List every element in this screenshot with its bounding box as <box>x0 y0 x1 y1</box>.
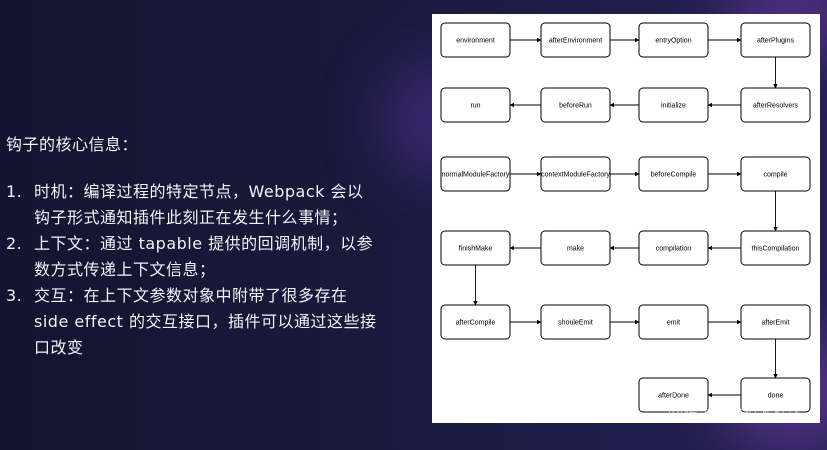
flow-node-box <box>440 230 511 266</box>
flow-node-initialize: initialize <box>638 87 709 123</box>
flow-node-afterEmit: afterEmit <box>740 304 811 340</box>
flow-node-box <box>740 156 811 192</box>
flow-node-label: beforeRun <box>559 103 592 110</box>
webpack-hooks-flowchart: environment afterEnvironment entryOption af… <box>432 14 820 423</box>
flow-node-label: initialize <box>661 103 686 110</box>
flow-node-make: make <box>540 230 611 266</box>
flow-node-label: entryOption <box>655 38 691 45</box>
flow-node-box <box>440 156 511 192</box>
flow-node-afterEnvironment: afterEnvironment <box>540 22 611 58</box>
item-number: 2. <box>6 234 23 253</box>
flow-node-emit: emit <box>638 304 709 340</box>
flow-node-label: contextModuleFactory <box>541 172 610 179</box>
flow-node-label: afterPlugins <box>757 38 794 45</box>
hook-info-heading: 钩子的核心信息： <box>6 135 139 154</box>
flow-node-afterCompile: afterCompile <box>440 304 511 340</box>
flow-node-label: finishMake <box>459 246 493 253</box>
flow-node-compile: compile <box>740 156 811 192</box>
flow-node-box <box>740 22 811 58</box>
flow-node-label: compile <box>763 172 787 179</box>
flow-node-label: afterResolvers <box>753 103 799 110</box>
flow-node-run: run <box>440 87 511 123</box>
flow-node-box <box>540 156 611 192</box>
flow-node-compilation: compilation <box>638 230 709 266</box>
item-number: 1. <box>6 182 23 201</box>
flow-node-label: afterEmit <box>761 320 789 327</box>
flow-node-box <box>440 22 511 58</box>
flow-node-box <box>638 22 709 58</box>
flow-node-beforeRun: beforeRun <box>540 87 611 123</box>
flow-node-label: emit <box>667 320 680 327</box>
item-text-line: 时机：编译过程的特定节点，Webpack 会以 <box>34 182 364 201</box>
flow-node-box <box>740 87 811 123</box>
flow-node-box <box>440 87 511 123</box>
flow-node-box <box>740 377 811 413</box>
hook-info-item: 2. 上下文：通过 tapable 提供的回调机制，以参 数方式传递上下文信息； <box>6 231 426 283</box>
flow-node-box <box>540 304 611 340</box>
flow-node-box <box>540 22 611 58</box>
flow-node-label: beforeCompile <box>651 172 697 179</box>
flow-node-box <box>540 230 611 266</box>
hook-info-item: 1. 时机：编译过程的特定节点，Webpack 会以 钩子形式通知插件此刻正在发… <box>6 179 426 231</box>
flow-node-afterResolvers: afterResolvers <box>740 87 811 123</box>
flow-node-done: done <box>740 377 811 413</box>
flow-node-label: done <box>768 393 784 400</box>
item-text-line: 口改变 <box>34 338 84 357</box>
flow-node-normalModuleFactory: normalModuleFactory <box>440 156 511 192</box>
flow-node-label: normalModuleFactory <box>442 172 510 179</box>
flow-node-contextModuleFactory: contextModuleFactory <box>540 156 611 192</box>
item-number: 3. <box>6 286 23 305</box>
flow-node-box <box>638 230 709 266</box>
flow-node-box <box>440 304 511 340</box>
flow-node-afterDone: afterDone <box>638 377 709 413</box>
hook-info-item: 3. 交互：在上下文参数对象中附带了很多存在 side effect 的交互接口… <box>6 283 426 361</box>
watermark-text: @稀土掘金技术社区 <box>668 403 804 421</box>
flow-node-label: afterCompile <box>456 320 496 327</box>
flow-node-label: thisCompilation <box>752 246 800 253</box>
flow-node-label: environment <box>456 38 495 45</box>
item-text-line: side effect 的交互接口，插件可以通过这些接 <box>34 312 377 331</box>
flow-node-label: make <box>567 246 584 253</box>
flow-node-box <box>638 156 709 192</box>
flow-node-box <box>638 87 709 123</box>
flow-node-finishMake: finishMake <box>440 230 511 266</box>
flow-node-label: afterEnvironment <box>549 38 602 45</box>
flow-node-afterPlugins: afterPlugins <box>740 22 811 58</box>
flow-node-entryOption: entryOption <box>638 22 709 58</box>
item-text-line: 数方式传递上下文信息； <box>34 260 216 279</box>
flowchart-canvas: environment afterEnvironment entryOption af… <box>440 22 811 413</box>
flow-node-box <box>540 87 611 123</box>
flow-node-box <box>740 304 811 340</box>
flow-node-environment: environment <box>440 22 511 58</box>
flow-node-label: run <box>470 103 480 110</box>
flow-node-box <box>638 304 709 340</box>
flow-node-label: shouleEmit <box>558 320 593 327</box>
item-text-line: 钩子形式通知插件此刻正在发生什么事情； <box>34 208 348 227</box>
item-text-line: 上下文：通过 tapable 提供的回调机制，以参 <box>34 234 374 253</box>
flow-node-label: afterDone <box>658 393 689 400</box>
flow-node-shouleEmit: shouleEmit <box>540 304 611 340</box>
flow-node-thisCompilation: thisCompilation <box>740 230 811 266</box>
flow-node-label: compilation <box>656 246 692 253</box>
flow-node-box <box>740 230 811 266</box>
flow-node-beforeCompile: beforeCompile <box>638 156 709 192</box>
item-text-line: 交互：在上下文参数对象中附带了很多存在 <box>34 286 348 305</box>
flow-node-box <box>638 377 709 413</box>
hook-info-panel: 钩子的核心信息： 1. 时机：编译过程的特定节点，Webpack 会以 钩子形式… <box>6 132 426 361</box>
